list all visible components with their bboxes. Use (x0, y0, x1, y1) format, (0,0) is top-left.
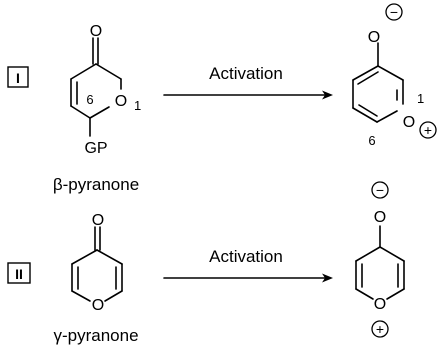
product-1-ring-oxygen: O (403, 114, 415, 131)
reaction-2-arrow-label: Activation (209, 247, 283, 266)
reaction-1-arrow (163, 90, 333, 100)
svg-text:−: − (390, 4, 398, 20)
reaction-2: II O O γ-pyranone Activation (7, 181, 405, 345)
product-1-c6-locant: 6 (368, 133, 375, 148)
product-2-positive-charge: + (371, 320, 389, 338)
product-1-positive-charge: + (419, 121, 437, 139)
gamma-ring-oxygen: O (92, 297, 104, 314)
beta-pyranone-structure: O O 1 6 GP (70, 23, 141, 157)
reaction-2-arrow (163, 273, 333, 283)
reaction-1-arrow-label: Activation (209, 64, 283, 83)
svg-text:+: + (376, 321, 384, 337)
beta-ring-oxygen: O (115, 93, 127, 110)
beta-carbonyl-oxygen: O (90, 23, 102, 40)
gamma-pyranone-name: γ-pyranone (53, 326, 138, 345)
beta-ring-oxygen-locant: 1 (134, 98, 141, 113)
reaction-1-label: I (7, 66, 29, 88)
oxidopyrylium-product-1: O − O 1 6 + (352, 3, 437, 148)
oxidopyrylium-product-2: − O O + (355, 181, 405, 338)
reaction-1-label-text: I (16, 70, 20, 86)
beta-c6-locant: 6 (86, 92, 93, 107)
svg-text:+: + (424, 122, 432, 138)
reaction-1: I O O 1 6 GP β-pyranone (7, 3, 437, 194)
product-2-negative-charge: − (371, 181, 389, 199)
product-1-oxide-oxygen: O (368, 29, 380, 46)
gamma-carbonyl-oxygen: O (92, 212, 104, 229)
product-2-ring-oxygen: O (374, 296, 386, 313)
reaction-2-label-text: II (15, 266, 23, 282)
product-1-negative-charge: − (385, 3, 403, 21)
beta-substituent-gp: GP (84, 140, 107, 157)
reaction-2-label: II (7, 262, 31, 284)
gamma-pyranone-structure: O O (71, 212, 123, 314)
product-1-ring-oxygen-locant: 1 (417, 91, 424, 106)
beta-pyranone-name: β-pyranone (53, 175, 139, 194)
svg-text:−: − (376, 182, 384, 198)
product-2-oxide-oxygen: O (374, 209, 386, 226)
